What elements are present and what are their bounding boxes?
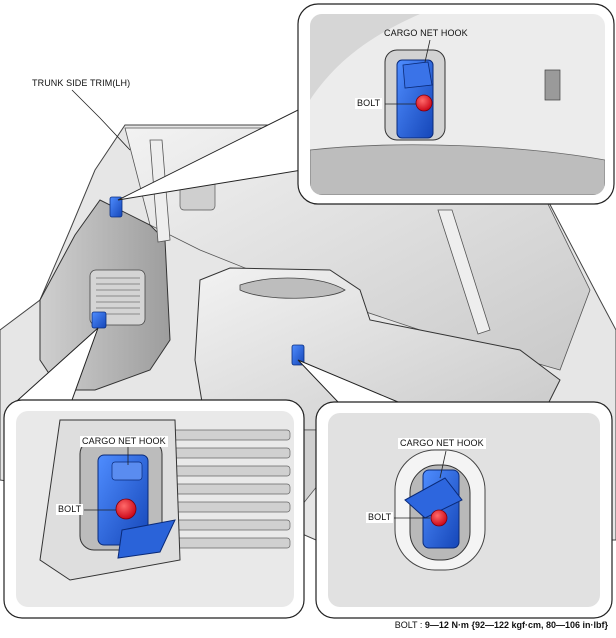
inset-bottom-right xyxy=(315,401,613,619)
inset-left-bolt-label: BOLT xyxy=(56,504,84,515)
inset-right-hook-label: CARGO NET HOOK xyxy=(398,438,486,449)
inset-top-hook-label: CARGO NET HOOK xyxy=(384,28,468,38)
torque-spec-part: BOLT xyxy=(394,620,418,630)
trunk-side-trim-leader xyxy=(71,89,131,151)
torque-spec-value: 9—12 N·m {92—122 kgf·cm, 80—106 in·lbf} xyxy=(424,620,608,630)
inset-top-bolt-label: BOLT xyxy=(355,98,383,109)
inset-right-bolt-label: BOLT xyxy=(366,512,394,523)
trunk-side-trim-label: TRUNK SIDE TRIM(LH) xyxy=(32,78,131,88)
inset-top xyxy=(297,3,615,205)
inset-left-hook-label: CARGO NET HOOK xyxy=(80,436,168,447)
torque-spec: BOLT : 9—12 N·m {92—122 kgf·cm, 80—106 i… xyxy=(394,620,608,630)
inset-bottom-left xyxy=(3,399,305,619)
callout-wedges xyxy=(16,107,399,403)
